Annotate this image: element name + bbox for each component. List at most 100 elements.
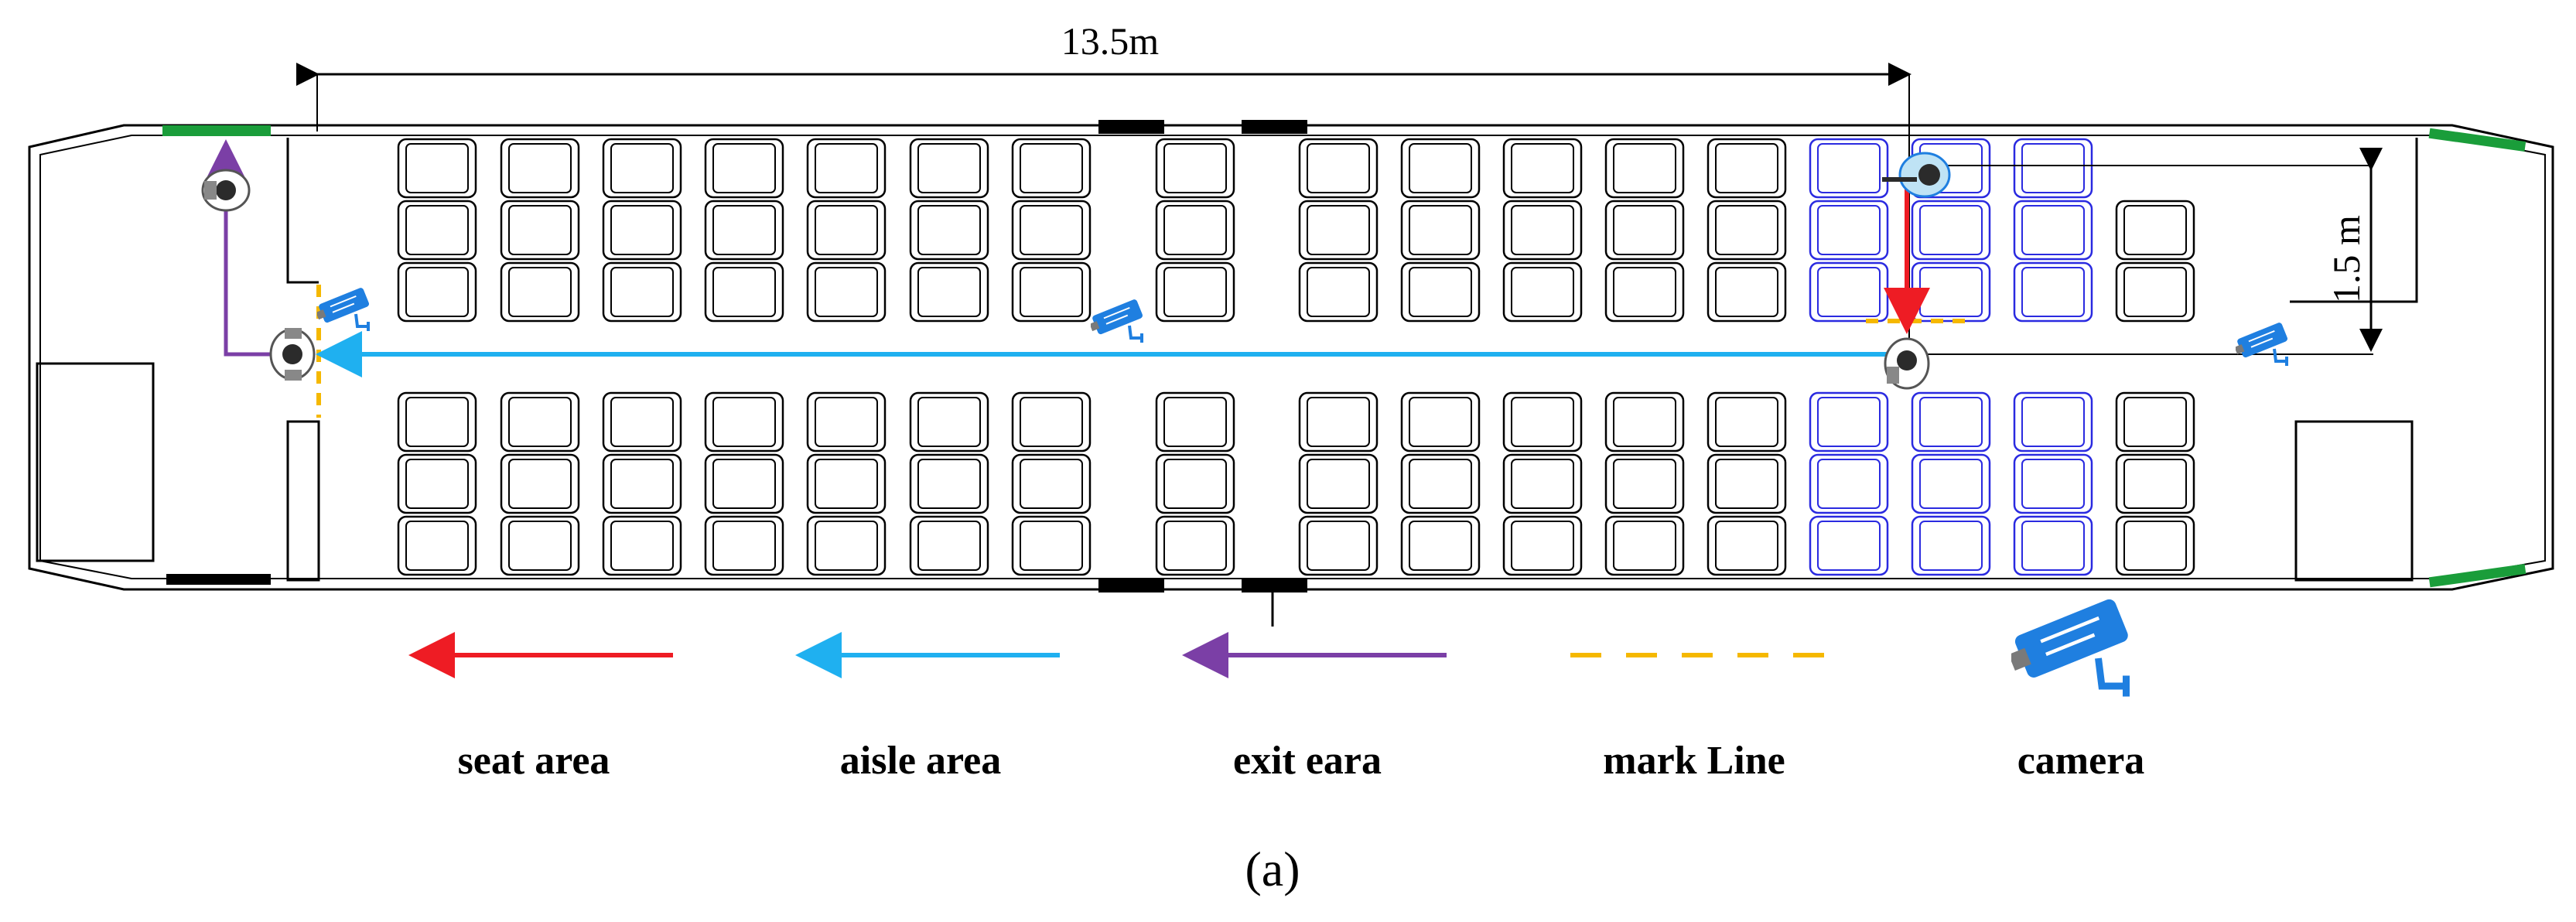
passenger-icons	[201, 152, 1951, 390]
seat	[602, 138, 682, 199]
seat	[1502, 391, 1583, 452]
seat	[500, 515, 580, 576]
seat	[1707, 515, 1787, 576]
seat	[909, 515, 989, 576]
seat	[909, 453, 989, 514]
seat	[704, 200, 784, 261]
seat	[1502, 453, 1583, 514]
seat	[1707, 200, 1787, 261]
legend-item: camera	[2004, 597, 2145, 783]
seat	[806, 515, 887, 576]
seat	[2013, 515, 2093, 576]
seat	[397, 453, 477, 514]
legend-item: mark Line	[1570, 653, 1833, 783]
seat	[1809, 391, 1889, 452]
door-mid-top-1	[1098, 120, 1164, 134]
exit-area-path	[207, 139, 286, 357]
door-mid-bottom-1	[1098, 579, 1164, 592]
seat	[602, 391, 682, 452]
length-label: 13.5m	[1061, 19, 1160, 63]
seat	[397, 391, 477, 452]
seat	[602, 200, 682, 261]
seat	[2013, 138, 2093, 199]
seat	[500, 200, 580, 261]
seat	[1011, 515, 1092, 576]
passenger-aisle-front	[269, 328, 316, 381]
passenger-exit	[201, 169, 251, 212]
seat	[2013, 453, 2093, 514]
seat	[2115, 391, 2195, 452]
seat	[1604, 261, 1685, 323]
seat	[397, 138, 477, 199]
door-markers	[162, 120, 2526, 627]
seat	[1298, 391, 1379, 452]
seat	[1400, 453, 1481, 514]
seat	[1911, 391, 1991, 452]
seat	[909, 138, 989, 199]
camera-icon	[317, 286, 372, 333]
legend-label: exit eara	[1233, 739, 1382, 783]
seat	[1809, 515, 1889, 576]
seat	[1011, 391, 1092, 452]
seat	[1911, 200, 1991, 261]
front-galley	[36, 138, 320, 582]
seat	[1809, 138, 1889, 199]
seat	[1604, 200, 1685, 261]
seat	[1155, 138, 1235, 199]
seat	[1298, 261, 1379, 323]
seat	[704, 453, 784, 514]
width-label: 1.5 m	[2325, 215, 2368, 303]
seat	[2115, 515, 2195, 576]
seat	[1502, 515, 1583, 576]
seat	[806, 261, 887, 323]
seat	[1155, 453, 1235, 514]
seat	[1809, 453, 1889, 514]
width-dimension: 1.5 m	[1909, 148, 2383, 355]
seat	[602, 453, 682, 514]
seat	[2115, 261, 2195, 323]
seat	[1155, 391, 1235, 452]
legend-item: aisle area	[795, 632, 1060, 783]
seat	[1298, 515, 1379, 576]
exit-door-rear-bottom	[2428, 564, 2526, 588]
seat	[2115, 200, 2195, 261]
seat	[1707, 138, 1787, 199]
seat	[1604, 391, 1685, 452]
seat	[1604, 138, 1685, 199]
seat	[1911, 515, 1991, 576]
seat	[500, 261, 580, 323]
seat-grid	[397, 138, 2195, 576]
door-mid-top-2	[1242, 120, 1307, 134]
seat	[909, 261, 989, 323]
seat	[1155, 515, 1235, 576]
legend: seat area aisle area exit eara mark Line cam…	[408, 597, 2145, 783]
camera-icon	[2004, 597, 2130, 696]
figure-caption: (a)	[1245, 842, 1300, 896]
camera-icon	[1091, 298, 1146, 344]
legend-item: seat area	[408, 632, 673, 783]
seat	[1400, 515, 1481, 576]
seat	[397, 261, 477, 323]
legend-item: exit eara	[1182, 632, 1447, 783]
seat	[1707, 261, 1787, 323]
seat	[602, 515, 682, 576]
seat	[1502, 261, 1583, 323]
seat	[1298, 200, 1379, 261]
seat	[1604, 515, 1685, 576]
seat	[1011, 138, 1092, 199]
passenger-seat	[1882, 152, 1951, 198]
exit-door-front-top	[162, 125, 271, 136]
seat	[704, 261, 784, 323]
seat	[1604, 453, 1685, 514]
door-mid-bottom-2	[1242, 579, 1307, 592]
seat	[1809, 261, 1889, 323]
seat	[397, 200, 477, 261]
seat	[806, 453, 887, 514]
seat	[1400, 261, 1481, 323]
legend-label: mark Line	[1603, 739, 1785, 783]
legend-label: camera	[2017, 739, 2145, 783]
seat	[2013, 200, 2093, 261]
seat	[1400, 391, 1481, 452]
fuselage-outline	[28, 124, 2554, 591]
